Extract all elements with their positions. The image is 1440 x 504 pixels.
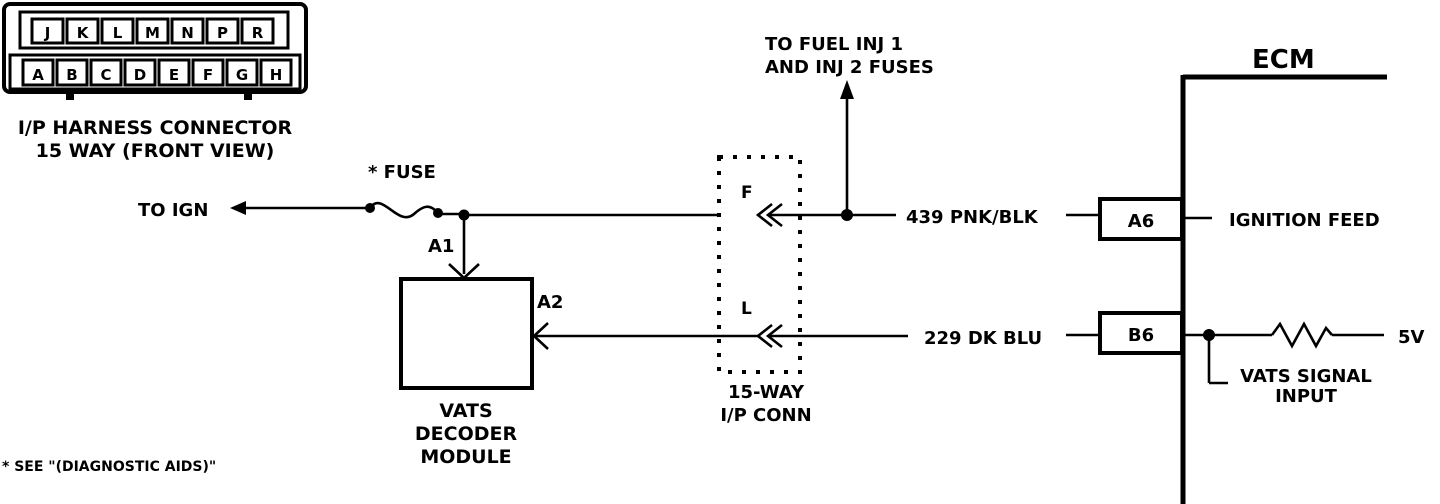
module-pin-a2: A2 [537,292,563,313]
connector-caption-line1: I/P HARNESS CONNECTOR [18,117,293,139]
ip-conn-pin-l: L [741,299,752,319]
ip-conn-f-terminal-icon [755,202,783,228]
ecm-pin-a6: A6 [1128,211,1154,232]
ip-conn-name-line1: 15-WAY [728,382,805,403]
connector-pin-cavity [240,17,275,45]
connector-caption-line2: 15 WAY (FRONT VIEW) [36,140,275,162]
connector-bottom-row [8,53,302,91]
connector-pin-label: F [203,66,213,84]
ip-harness-connector: J K L M N P R A B C D E F G H [2,2,308,100]
connector-pin-cavity [30,17,65,45]
ecm-ignition-feed-label: IGNITION FEED [1229,210,1380,231]
connector-pin-label: R [252,24,264,42]
connector-pin-label: P [217,24,228,42]
module-name-line3: MODULE [420,446,511,468]
to-ign-label: TO IGN [138,200,208,221]
connector-pin-cavity [21,58,55,87]
ecm-vats-line2: INPUT [1275,386,1338,407]
ecm-5v-label: 5V [1398,327,1425,348]
ecm-pin-a6-box [1098,197,1184,241]
connector-pin-label: B [66,66,77,84]
module-pin-a1: A1 [428,236,454,257]
connector-pin-cavity [89,58,123,87]
connector-pin-cavity [135,17,170,45]
connector-latch-right [244,92,252,100]
ip-conn-name-line2: I/P CONN [720,405,811,426]
connector-top-row [18,10,290,50]
fuse-label: * FUSE [368,162,436,183]
fuel-inj-line1: TO FUEL INJ 1 [765,34,903,55]
connector-latch-left [66,92,74,100]
to-ign-arrow-icon [230,201,246,215]
connector-pin-label: L [113,24,123,42]
connector-pin-cavity [157,58,191,87]
vats-decoder-module-box [399,277,534,390]
connector-pin-label: D [134,66,146,84]
connector-pin-cavity [123,58,157,87]
connector-pin-label: G [236,66,248,84]
fuel-inj-arrow-icon [840,80,854,99]
connector-pin-cavity [205,17,240,45]
ip-conn-dotted-box [717,155,802,374]
wire-label-229: 229 DK BLU [924,328,1042,349]
ecm-vats-line1: VATS SIGNAL [1240,366,1372,387]
connector-pin-label: N [181,24,194,42]
connector-pin-label: C [100,66,111,84]
ip-conn-l-terminal-icon [755,323,783,349]
connector-pin-cavity [225,58,259,87]
module-name-line1: VATS [439,400,492,422]
ip-conn-pin-f: F [741,183,753,203]
connector-pin-label: E [169,66,179,84]
connector-pin-label: M [145,24,160,42]
ecm-pin-b6-box [1098,311,1184,355]
ecm-pin-b6: B6 [1128,325,1154,346]
connector-pin-label: J [44,24,51,42]
ecm-title: ECM [1252,45,1315,75]
connector-body [2,2,308,94]
footnote: * SEE "(DIAGNOSTIC AIDS)" [2,459,216,475]
pullup-resistor-icon [1270,321,1333,349]
connector-pin-cavity [55,58,89,87]
fuel-inj-line2: AND INJ 2 FUSES [765,57,934,78]
wire-label-439: 439 PNK/BLK [906,207,1039,228]
connector-pin-cavity [170,17,205,45]
module-name-line2: DECODER [415,423,518,445]
connector-pin-cavity [259,58,293,87]
fuse-icon [368,201,439,219]
connector-pin-cavity [191,58,225,87]
connector-pin-label: H [270,66,283,84]
a2-pin-arrow-icon [532,322,549,350]
connector-bottom-pins: A B C D E F G H [21,58,293,87]
connector-pin-label: A [32,66,44,84]
connector-pin-cavity [100,17,135,45]
connector-pin-cavity [65,17,100,45]
connector-pin-label: K [77,24,90,42]
